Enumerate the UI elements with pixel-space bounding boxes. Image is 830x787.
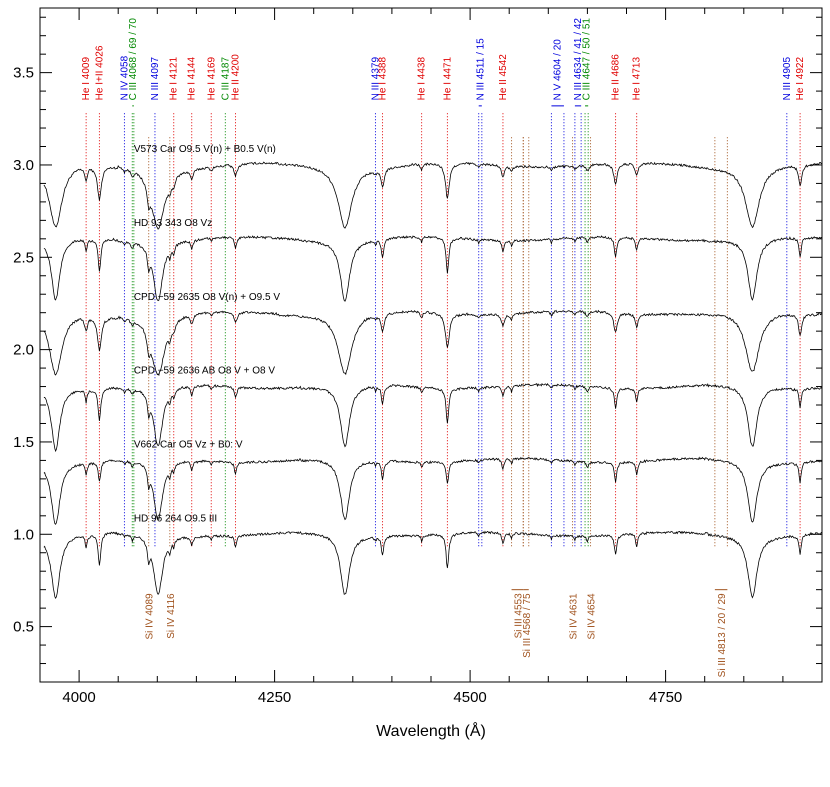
line-label-top: He II 4200 bbox=[231, 54, 242, 101]
line-label-top: C III 4068 / 69 / 70 bbox=[128, 18, 139, 101]
line-label-top: He II 4542 bbox=[498, 54, 509, 101]
line-label-bottom: Si IV 4116 bbox=[166, 593, 177, 639]
line-label-top: N III 4511 / 15 bbox=[475, 38, 486, 101]
spectrum-line bbox=[43, 382, 823, 453]
line-label-bottom: Si III 4813 / 20 / 29 bbox=[717, 593, 728, 677]
line-label-top: C III 4187 bbox=[220, 57, 231, 101]
star-label: CPD −59 2636 AB O8 V + O8 V bbox=[134, 366, 276, 377]
axis-ticks bbox=[39, 8, 823, 682]
line-label-bottom: Si IV 4089 bbox=[145, 593, 156, 640]
y-tick-label: 1.5 bbox=[13, 434, 34, 451]
spectrum-line bbox=[43, 309, 823, 377]
line-label-top: He I+II 4026 bbox=[94, 45, 105, 100]
spectra-series bbox=[43, 161, 823, 600]
star-label: HD 96 264 O9.5 III bbox=[134, 513, 217, 524]
y-tick-label: 3.5 bbox=[13, 65, 34, 82]
star-label: V662 Car O5 Vz + B0: V bbox=[134, 439, 243, 450]
y-tick-label: 1.0 bbox=[13, 526, 34, 543]
plot-frame bbox=[39, 7, 823, 683]
line-label-top: N III 4379 bbox=[370, 57, 381, 101]
y-tick-label: 2.5 bbox=[13, 249, 34, 266]
star-label: HD 93 343 O8 Vz bbox=[134, 218, 212, 229]
line-label-top: He I 4144 bbox=[187, 57, 198, 101]
line-label-top: N III 4097 bbox=[150, 57, 161, 101]
line-label-top: He I 4471 bbox=[442, 57, 453, 101]
line-label-top: He II 4686 bbox=[611, 54, 622, 101]
star-label: CPD −59 2635 O8 V(n) + O9.5 V bbox=[134, 292, 281, 303]
tick-labels: 0.5 1.0 1.5 2.0 2.5 3.0 3.5 4000 4250 4500 4750 bbox=[13, 65, 682, 706]
x-tick-label: 4250 bbox=[258, 689, 291, 706]
spectrum-line bbox=[43, 161, 823, 230]
y-tick-label: 3.0 bbox=[13, 157, 34, 174]
spectrum-line bbox=[43, 235, 823, 302]
line-label-top: C III 4647 / 50 / 51 bbox=[582, 18, 593, 101]
line-label-top: N IV 4058 bbox=[119, 55, 130, 100]
x-tick-label: 4000 bbox=[62, 689, 95, 706]
y-tick-label: 0.5 bbox=[13, 619, 34, 636]
line-label-top: He I 4009 bbox=[81, 57, 92, 101]
x-tick-label: 4500 bbox=[453, 689, 486, 706]
star-labels: V573 Car O9.5 V(n) + B0.5 V(n) HD 93 343 … bbox=[134, 144, 281, 524]
y-tick-label: 2.0 bbox=[13, 342, 34, 359]
spectrum-line bbox=[43, 530, 823, 600]
line-label-top: N III 4634 / 41 / 42 bbox=[573, 18, 584, 101]
line-label-bottom: Si III 4568 / 75 bbox=[522, 593, 533, 658]
line-label-bottom: Si IV 4631 bbox=[569, 593, 580, 640]
line-label-top: N III 4905 bbox=[782, 57, 793, 101]
line-label-top: He I 4713 bbox=[632, 57, 643, 101]
x-tick-label: 4750 bbox=[649, 689, 682, 706]
line-label-bottom: Si IV 4654 bbox=[587, 593, 598, 640]
line-label-top: He I 4922 bbox=[795, 57, 806, 101]
line-label-top: He I 4388 bbox=[378, 57, 389, 101]
line-label-top: N V 4604 / 20 bbox=[553, 39, 564, 101]
x-axis-label: Wavelength (Å) bbox=[376, 721, 486, 740]
spectrum-line bbox=[43, 456, 823, 525]
line-label-bottom: Si III 4553 bbox=[513, 593, 524, 638]
line-label-top: He I 4169 bbox=[206, 57, 217, 101]
line-label-top: He I 4438 bbox=[417, 57, 428, 101]
star-label: V573 Car O9.5 V(n) + B0.5 V(n) bbox=[134, 144, 276, 155]
line-label-top: He I 4121 bbox=[169, 57, 180, 101]
